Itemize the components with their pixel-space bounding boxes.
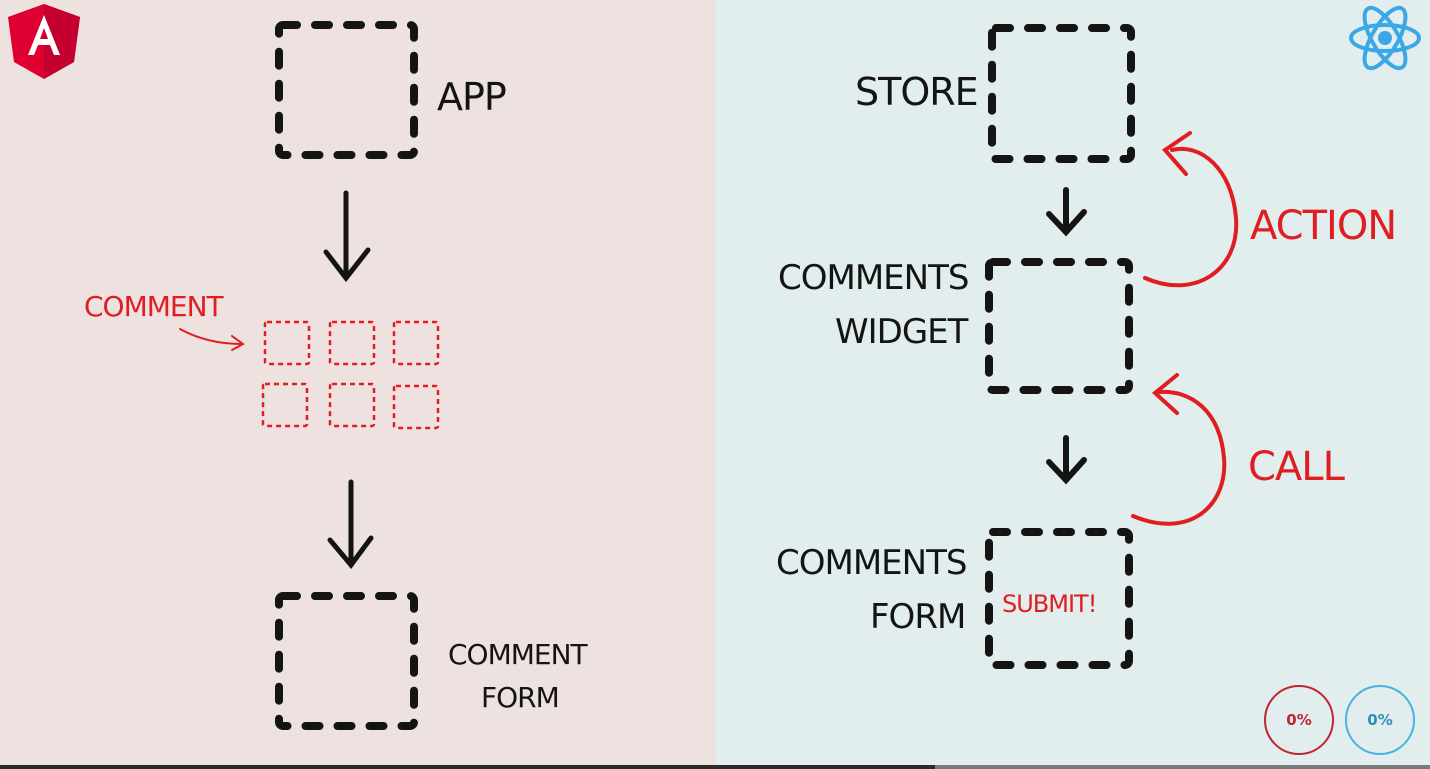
angular-logo-icon [8,4,80,79]
submit-label: SUBMIT! [1002,590,1097,618]
comments-form-label-line1: COMMENTS [776,543,967,583]
action-label: ACTION [1250,203,1397,249]
widget-to-form-arrow [1046,435,1087,485]
call-curved-arrow [1131,373,1227,526]
comments-form-label-line2: FORM [870,597,966,637]
comment-box-4 [261,382,309,428]
left-progress-badge[interactable]: 0% [1264,685,1334,755]
comments-widget-label-line1: COMMENTS [778,258,969,298]
app-to-comments-arrow [323,190,371,283]
comment-box-2 [328,320,376,366]
react-panel [716,0,1430,769]
comment-box-3 [392,320,440,366]
comment-form-label-line1: COMMENT [448,638,588,671]
comment-box-6 [392,384,440,430]
comment-grid [261,320,440,430]
action-curved-arrow [1143,131,1239,288]
comment-box-1 [263,320,311,366]
app-label: APP [437,75,507,119]
comments-form-box [985,528,1133,669]
store-label: STORE [855,70,979,114]
right-progress-badge[interactable]: 0% [1345,685,1415,755]
store-to-widget-arrow [1046,187,1087,237]
comments-widget-box [985,258,1133,394]
comment-label: COMMENT [84,290,224,323]
comments-to-form-arrow [327,479,374,570]
comments-widget-label-line2: WIDGET [835,312,968,352]
comment-pointer-arrow [179,328,245,351]
comment-box-5 [328,382,376,428]
comment-form-label-line2: FORM [481,681,560,714]
store-box [988,24,1135,163]
app-box [275,21,418,159]
progress-track-fill [0,765,935,769]
comment-form-box [275,592,418,730]
react-logo-icon [1349,5,1421,71]
angular-panel [0,0,716,769]
call-label: CALL [1248,444,1345,490]
